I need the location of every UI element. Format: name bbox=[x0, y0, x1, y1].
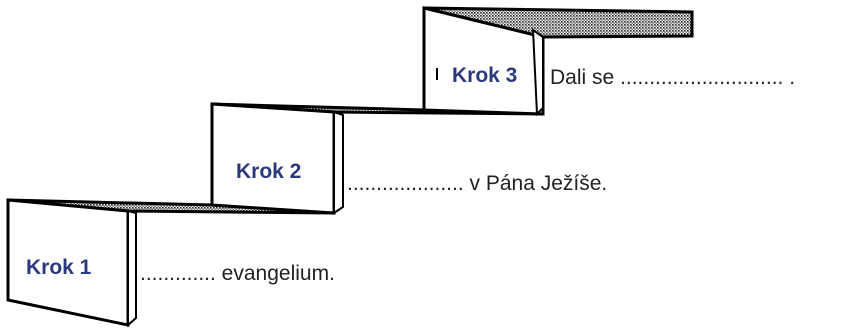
step-3-shape bbox=[422, 6, 694, 117]
step-1-label: Krok 1 bbox=[26, 256, 92, 279]
step-2-label: Krok 2 bbox=[236, 160, 302, 183]
step-2-side-panel bbox=[333, 110, 344, 215]
step-1-text: ............. evangelium. bbox=[140, 262, 335, 285]
step-3-text: Dali se ............................ . bbox=[550, 66, 796, 89]
step-1-side-panel bbox=[127, 209, 137, 328]
step-2-front-face bbox=[210, 102, 336, 215]
step-2-shape bbox=[210, 102, 544, 215]
step-2-text: .................... v Pána Ježíše. bbox=[347, 172, 608, 195]
step-3-front-face bbox=[422, 6, 545, 116]
step-3-label: Krok 3 bbox=[452, 64, 518, 87]
step-3-side-panel bbox=[531, 28, 544, 117]
step-1-shape bbox=[6, 198, 335, 328]
